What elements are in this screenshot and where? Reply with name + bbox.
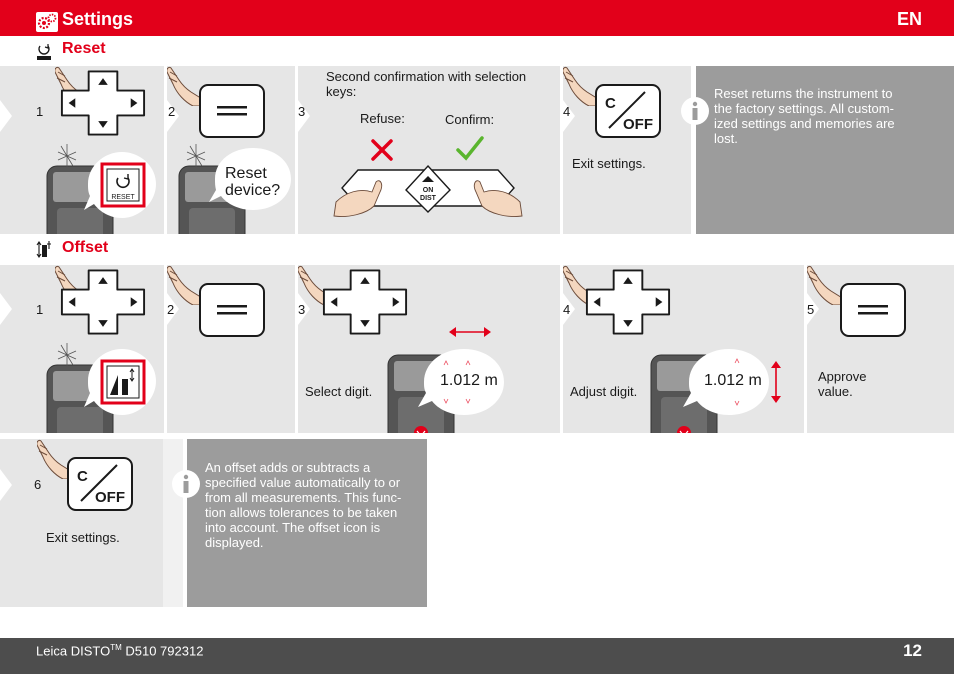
reset-device-bubble <box>209 148 291 210</box>
off-key-label: OFF <box>95 489 125 506</box>
offset-value-select: 1.012 m <box>440 372 498 389</box>
refuse-x-icon <box>371 139 393 161</box>
offset-bubble <box>84 349 156 415</box>
c-off-key-icon[interactable]: C OFF <box>67 457 133 511</box>
equals-key-icon[interactable] <box>840 283 906 337</box>
step-number: 6 <box>34 477 42 492</box>
panel-divider <box>163 439 183 607</box>
info-icon <box>681 97 709 125</box>
reset-info-box: Reset returns the instrument to the fact… <box>681 66 954 234</box>
off-key-label: OFF <box>623 116 653 133</box>
dpad-icon[interactable] <box>585 268 671 336</box>
equals-key-icon[interactable] <box>199 84 265 138</box>
exit-settings-text: Exit settings. <box>46 530 120 545</box>
reset-step-2-panel: 2 Reset device? <box>167 66 295 234</box>
top-bar: Settings EN <box>0 0 954 36</box>
reset-bubble: RESET <box>84 152 156 218</box>
offset-value-adjust: 1.012 m <box>704 372 762 389</box>
page-number: 12 <box>903 641 922 660</box>
select-digit-text: Select digit. <box>305 384 373 399</box>
c-off-key-icon[interactable]: C OFF <box>595 84 661 138</box>
approve-value-text: Approve value. <box>818 369 867 399</box>
offset-info-text: An offset adds or subtracts a specified … <box>205 460 402 550</box>
laser-icon <box>186 144 206 168</box>
reset-bubble-line1: Reset <box>225 165 267 182</box>
reset-info-text: Reset returns the instrument to the fact… <box>714 86 895 146</box>
selection-keys[interactable]: ON DIST <box>328 162 528 222</box>
offset-section-icon <box>36 241 51 258</box>
settings-icon <box>36 12 58 32</box>
ondist-dist-label: DIST <box>420 195 437 202</box>
laser-icon <box>57 343 77 367</box>
laser-icon <box>57 144 77 168</box>
reset-bubble-line2: device? <box>225 182 281 199</box>
confirm-check-icon <box>456 136 484 161</box>
reset-section-title: Reset <box>62 40 106 57</box>
c-key-label: C <box>77 468 88 485</box>
info-icon <box>172 470 200 498</box>
adjust-digit-text: Adjust digit. <box>570 384 638 399</box>
vertical-arrow-icon <box>771 361 781 403</box>
step-number: 4 <box>563 302 571 317</box>
step-number: 5 <box>807 302 815 317</box>
reset-step-3-panel: 3 Second confirmation with selection key… <box>298 66 560 234</box>
reset-step-1-panel: 1 RESET <box>0 66 164 234</box>
exit-settings-text: Exit settings. <box>572 156 646 171</box>
refuse-label: Refuse: <box>360 111 405 126</box>
reset-step-4-panel: 4 C OFF Exit settings. <box>563 66 691 234</box>
offset-step-6-panel: 6 C OFF Exit settings. <box>0 439 183 607</box>
equals-key-icon[interactable] <box>199 283 265 337</box>
step-number: 2 <box>168 104 176 119</box>
step-number: 3 <box>298 104 306 119</box>
value-bubble <box>418 349 504 415</box>
ondist-on-label: ON <box>423 187 434 194</box>
offset-info-box: An offset adds or subtracts a specified … <box>172 439 427 607</box>
horizontal-arrow-icon <box>449 327 491 337</box>
offset-step-4-panel: 4 1.012 m Adjust digit. <box>563 265 804 433</box>
reset-section-icon <box>37 44 51 60</box>
offset-step-5-panel: 5 Approve value. <box>807 265 954 433</box>
offset-section-title: Offset <box>62 239 109 256</box>
step-number: 2 <box>167 302 175 317</box>
offset-step-2-panel: 2 <box>167 265 295 433</box>
step-number: 3 <box>298 302 306 317</box>
offset-step-3-panel: 3 1.012 m Select digit. <box>298 265 560 433</box>
dpad-icon[interactable] <box>322 268 408 336</box>
footer-bar: Leica DISTOTM D510 792312 12 <box>0 638 954 674</box>
header-title: Settings <box>62 9 134 29</box>
confirm-label: Confirm: <box>445 112 495 127</box>
dpad-icon[interactable] <box>60 268 146 336</box>
dpad-icon[interactable] <box>60 69 146 137</box>
step-number: 4 <box>563 104 571 119</box>
step-number: 1 <box>36 104 44 119</box>
c-key-label: C <box>605 95 616 112</box>
confirm-instruction: Second confirmation with selection keys: <box>326 69 527 99</box>
step-number: 1 <box>36 302 44 317</box>
language-label: EN <box>896 9 922 29</box>
offset-step-1-panel: 1 <box>0 265 164 433</box>
reset-icon-label: RESET <box>111 194 135 201</box>
value-bubble <box>683 349 769 415</box>
document-id: Leica DISTOTM D510 792312 <box>36 643 204 659</box>
